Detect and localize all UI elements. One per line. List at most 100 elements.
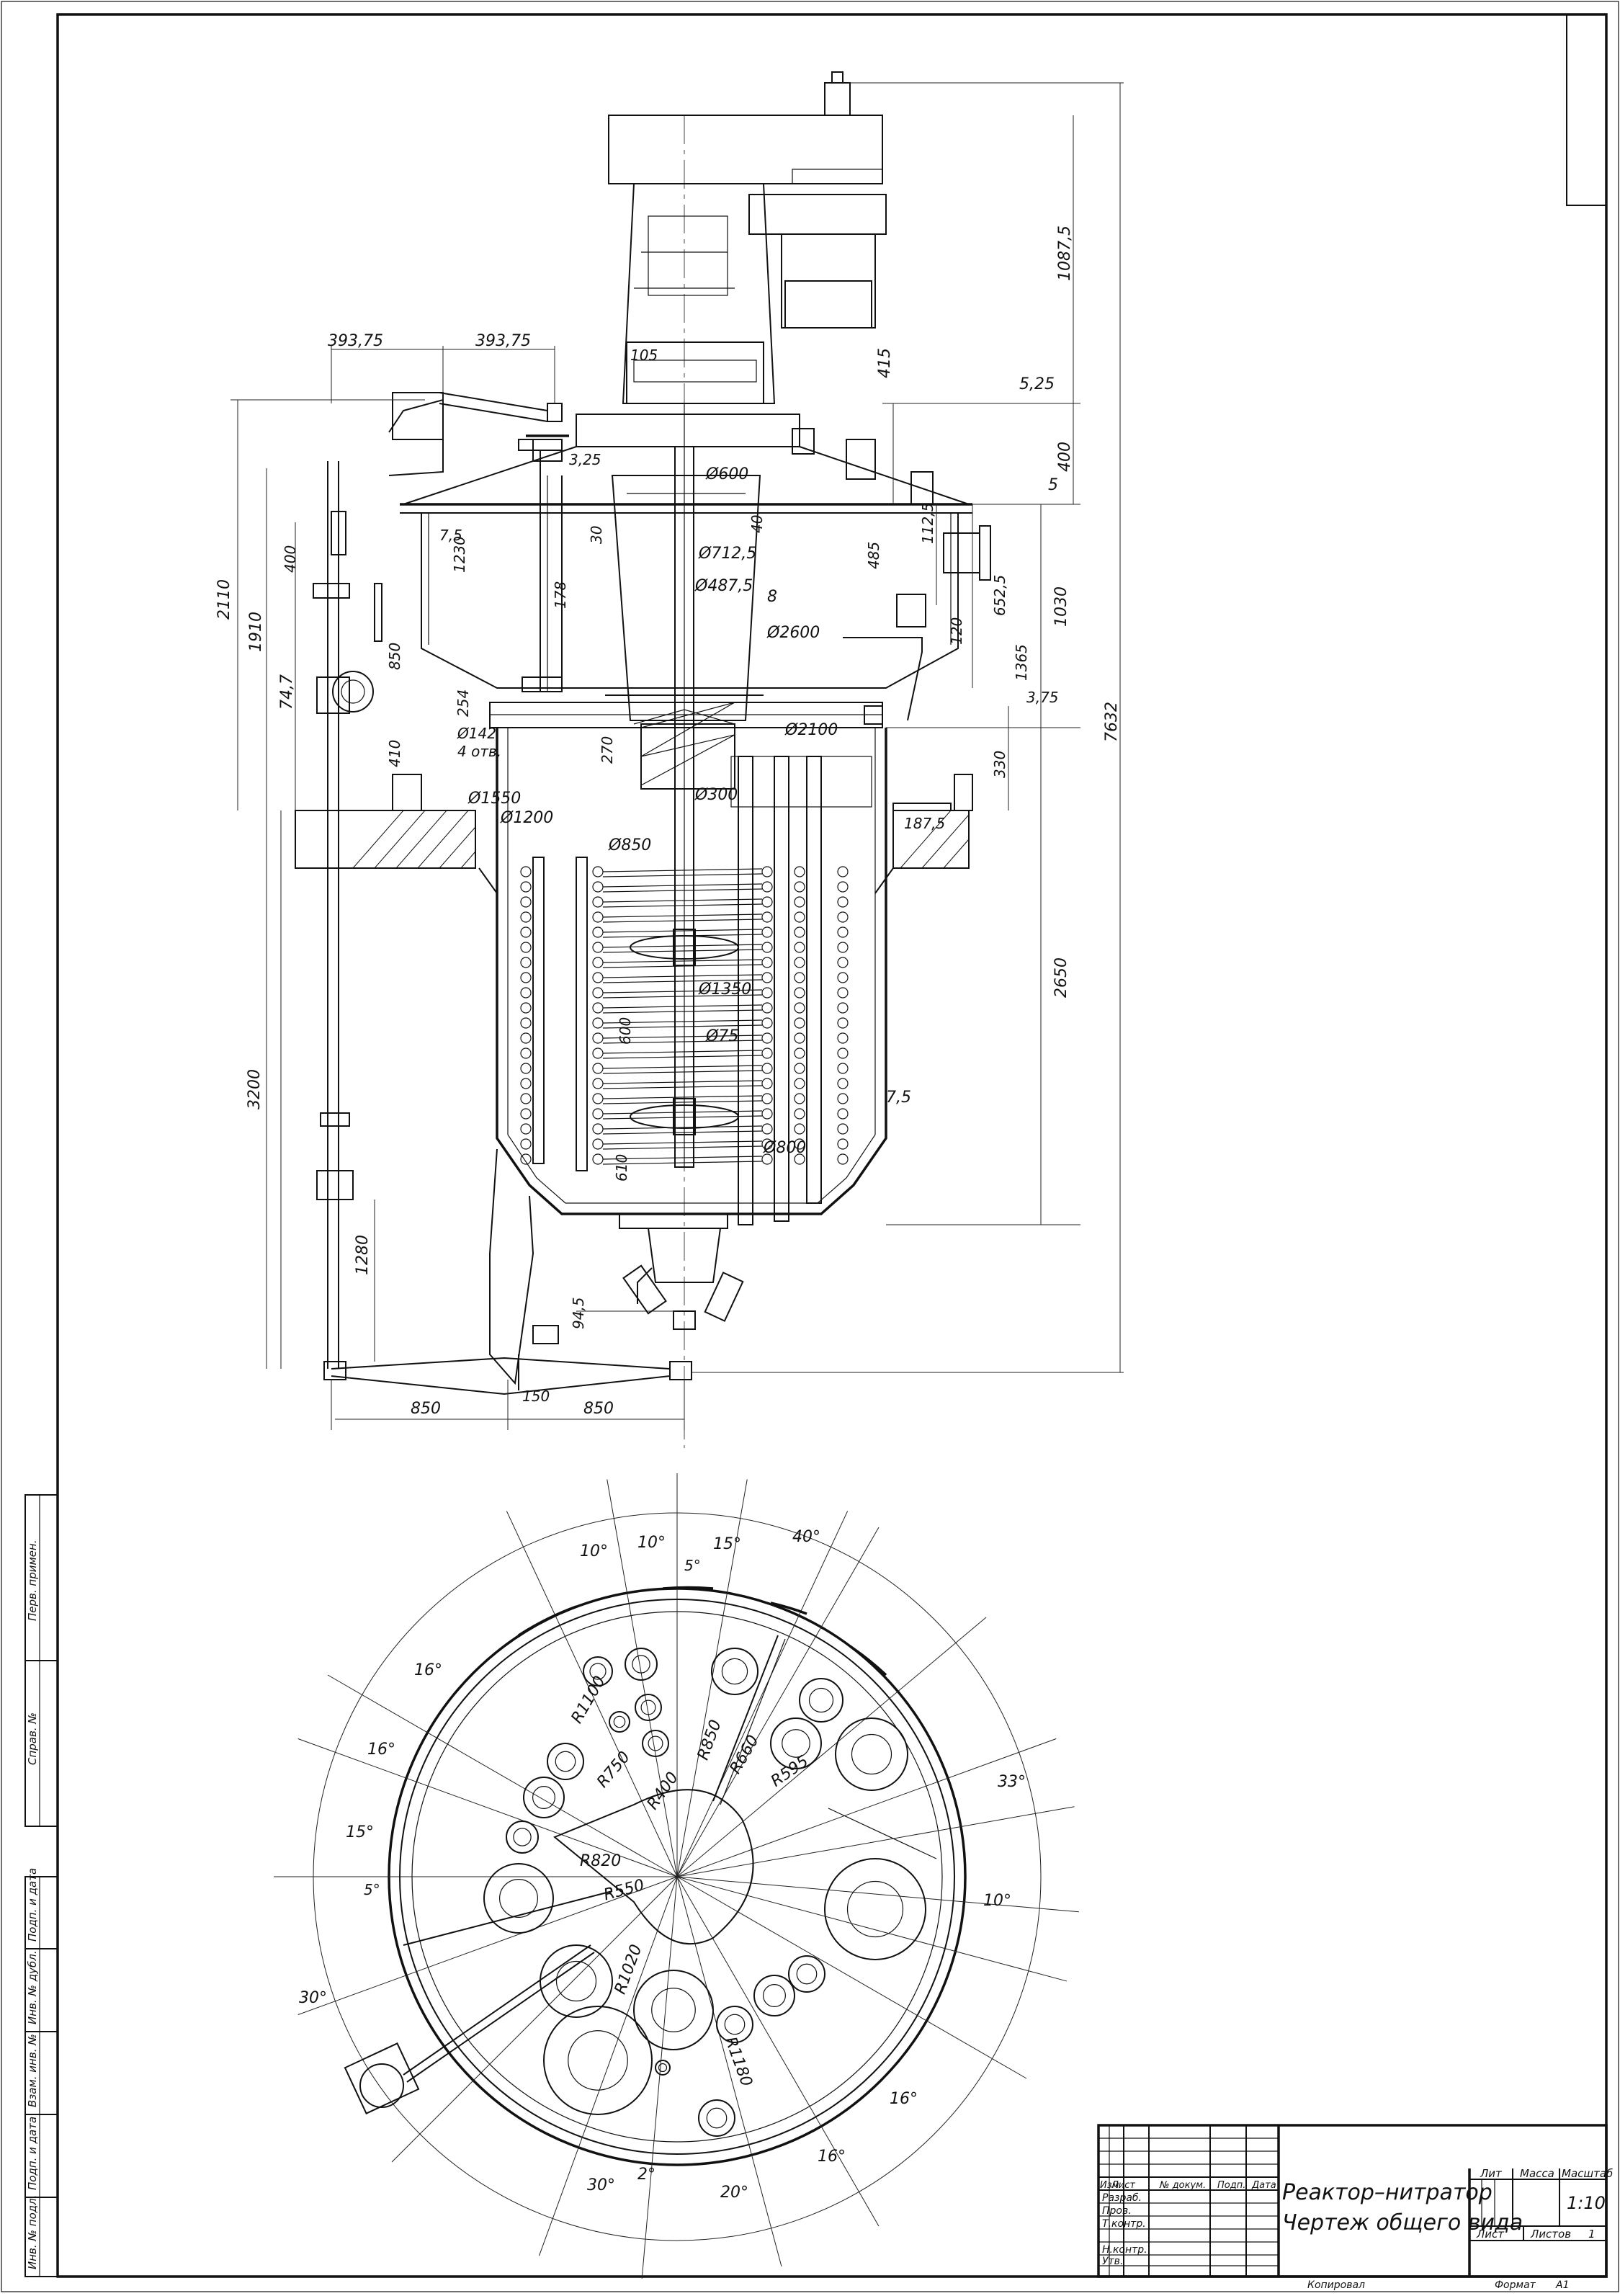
coil-line — [602, 873, 763, 877]
coil-turn — [592, 1078, 604, 1089]
coil-turn — [794, 1078, 805, 1089]
coil-turn — [716, 2006, 753, 2043]
coil-turn — [761, 926, 773, 938]
stamp-perv-primen: Перв. примен. — [26, 1540, 39, 1621]
rad-820: R820 — [580, 1852, 621, 1870]
coil-turn — [794, 881, 805, 893]
coil-line — [602, 934, 763, 938]
coil-turn — [651, 1988, 696, 2032]
plan-ray — [607, 1479, 678, 1877]
coil-turn — [799, 1678, 843, 1723]
ang-15: 15° — [713, 1535, 741, 1553]
coil-turn — [761, 1048, 773, 1059]
tb-hdr-izm: Изм — [1100, 2180, 1119, 2191]
dim-phi850: Ø850 — [608, 836, 651, 854]
tb-col-sheet: Лист — [1476, 2228, 1505, 2241]
coil-turn — [555, 1751, 576, 1772]
coil-turn — [761, 1078, 773, 1089]
coil-line — [602, 1161, 763, 1165]
plan-ray — [538, 1876, 678, 2256]
coil-turn — [837, 1153, 849, 1165]
dim-485: 485 — [865, 542, 882, 569]
coil-turn — [592, 1108, 604, 1120]
coil-turn — [592, 1093, 604, 1104]
tb-hdr-sign: Подп. — [1217, 2180, 1245, 2191]
coil-line — [602, 929, 763, 933]
tb-col-mass: Масса — [1520, 2167, 1554, 2180]
coil-turn — [483, 1863, 554, 1934]
coil-turn — [794, 1002, 805, 1014]
coil-turn — [658, 2063, 668, 2073]
dim-4otv: 4 отв. — [457, 743, 501, 760]
ang-40: 40° — [792, 1528, 820, 1546]
coil-turn — [837, 911, 849, 923]
coil-line — [602, 1009, 763, 1014]
stamp-sprav-no: Справ. № — [26, 1712, 39, 1765]
tb-title-2: Чертеж общего вида — [1282, 2210, 1523, 2235]
coil-turn — [520, 926, 532, 938]
ang-16b: 16° — [367, 1741, 395, 1759]
coil-turn — [794, 911, 805, 923]
dim-phi4875: Ø487,5 — [694, 577, 753, 595]
tb-row-nkontr: Н.контр. — [1102, 2244, 1147, 2256]
coil-turn — [520, 1063, 532, 1074]
coil-line — [602, 1145, 763, 1150]
coil-turn — [837, 1017, 849, 1029]
tb-format-value: A1 — [1555, 2279, 1569, 2291]
coil-line — [602, 888, 763, 893]
ang-16c: 16° — [890, 2090, 918, 2108]
coil-turn — [837, 1123, 849, 1135]
stamp-inv-podl: Инв. № подл. — [26, 2195, 39, 2269]
dim-30: 30 — [588, 526, 605, 544]
tb-row-tkontr: Т.контр. — [1102, 2218, 1146, 2230]
dim-400b: 400 — [282, 545, 299, 573]
dim-75b: 7,5 — [886, 1089, 911, 1107]
coil-turn — [794, 987, 805, 999]
coil-line — [602, 974, 763, 978]
coil-line — [602, 1024, 763, 1029]
plan-ray — [297, 1876, 678, 2016]
coil-line — [602, 1019, 763, 1024]
coil-line — [602, 903, 763, 908]
support-legs — [323, 1148, 692, 1395]
rad-1180: R1180 — [721, 2034, 756, 2089]
coil-turn — [724, 2014, 746, 2035]
coil-turn — [592, 881, 604, 893]
dim-6525: 652,5 — [991, 575, 1008, 616]
ang-20: 20° — [720, 2184, 748, 2202]
coil-turn — [520, 1002, 532, 1014]
dim-1125: 112,5 — [919, 503, 936, 544]
valve-rod — [313, 392, 563, 1369]
coil-turn — [523, 1777, 565, 1818]
coil-turn — [837, 1138, 849, 1150]
ang-30b: 30° — [587, 2176, 615, 2194]
coil-turn — [520, 1093, 532, 1104]
stamp-podp-data-2: Подп. и дата — [26, 2117, 39, 2190]
reactor-cover — [400, 414, 972, 514]
coil-turn — [589, 1663, 607, 1680]
coil-line — [602, 1100, 763, 1104]
coil-turn — [640, 1699, 656, 1715]
plan-ray — [676, 1876, 1068, 1982]
coil-turn — [837, 1078, 849, 1089]
coil-turn — [761, 881, 773, 893]
plan-ray — [676, 1876, 1079, 1913]
dim-325: 3,25 — [569, 451, 601, 468]
ang-10c: 10° — [983, 1892, 1011, 1910]
plan-ray — [676, 1876, 880, 2227]
dim-1910: 1910 — [247, 612, 265, 652]
coil-line — [602, 898, 763, 903]
coil-turn — [794, 896, 805, 908]
coil-turn — [837, 1063, 849, 1074]
tb-col-lit: Лит — [1480, 2167, 1503, 2180]
coil-line — [602, 944, 763, 948]
coil-turn — [837, 1048, 849, 1059]
dim-150: 150 — [522, 1388, 550, 1405]
coil-line — [602, 1085, 763, 1089]
coil-turn — [837, 987, 849, 999]
coil-turn — [761, 896, 773, 908]
dim-1280: 1280 — [354, 1235, 372, 1275]
tb-col-sheets: Листов — [1530, 2228, 1571, 2241]
coil-line — [602, 1070, 763, 1074]
coil-turn — [794, 926, 805, 938]
